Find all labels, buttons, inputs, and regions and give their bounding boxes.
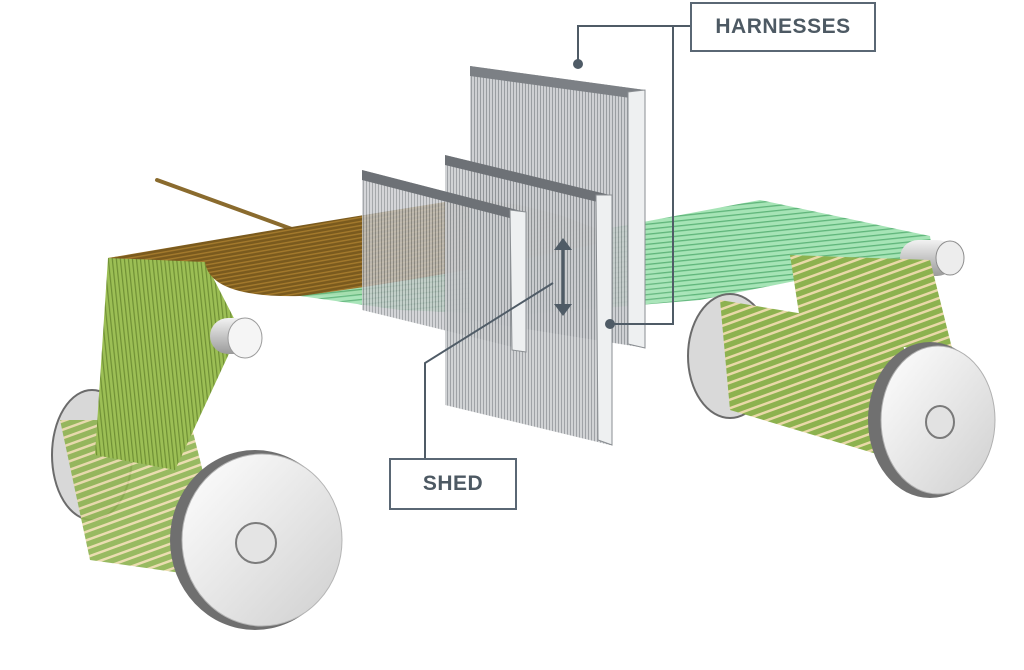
back-roller <box>210 317 263 359</box>
harnesses-callout: HARNESSES <box>690 2 876 52</box>
warp-sheet-right <box>600 200 935 300</box>
harnesses-label: HARNESSES <box>715 15 851 38</box>
shed-arrow <box>554 238 572 316</box>
harness-frame-front <box>362 170 527 353</box>
shed-leader <box>424 282 554 458</box>
shed-callout: SHED <box>389 458 517 510</box>
warp-beam-left <box>51 389 343 630</box>
warp-sheet-right-hanging <box>790 255 955 360</box>
harnesses-leader <box>573 25 690 329</box>
warp-sheet-left <box>95 254 240 470</box>
shed-label: SHED <box>422 472 484 495</box>
cloth-beam-right <box>687 293 996 498</box>
loom-rod <box>155 178 302 234</box>
